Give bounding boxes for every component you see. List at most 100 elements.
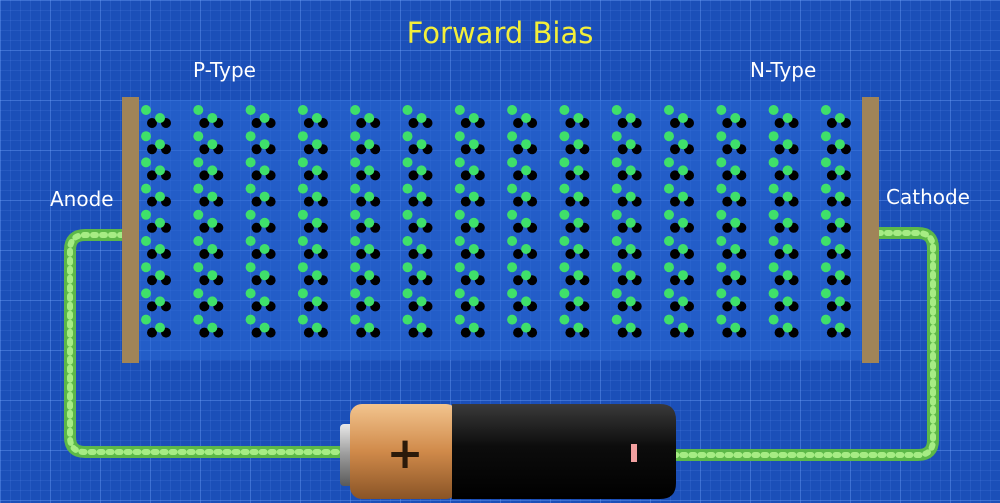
electron-dot (559, 105, 570, 115)
electron-dot (402, 262, 413, 273)
electron-dot (573, 217, 584, 228)
hole-dot (670, 196, 680, 207)
hole-dot (147, 222, 157, 233)
electron-dot (454, 236, 465, 246)
hole-dot (199, 222, 210, 233)
electron-dot (664, 314, 674, 325)
electron-dot (559, 131, 570, 142)
hole-dot (722, 301, 733, 312)
electron-dot (193, 288, 204, 299)
hole-dot (513, 327, 524, 338)
hole-dot (565, 196, 576, 207)
electron-dot (311, 244, 322, 254)
electron-dot (155, 296, 165, 307)
electron-dot (207, 270, 218, 281)
electron-dot (782, 139, 793, 150)
electron-dot (155, 270, 165, 281)
hole-dot (460, 327, 471, 338)
hole-dot (774, 222, 785, 233)
electron-dot (573, 165, 584, 176)
hole-dot (617, 196, 628, 207)
electron-dot (454, 157, 465, 168)
electron-dot (141, 209, 151, 220)
electron-dot (573, 296, 584, 307)
electron-dot (678, 165, 688, 176)
electron-dot (820, 209, 831, 220)
electron-dot (768, 105, 779, 115)
electron-dot (611, 157, 622, 168)
hole-dot (722, 196, 733, 207)
electron-dot (782, 165, 793, 176)
electron-dot (350, 131, 361, 142)
electron-dot (768, 262, 779, 273)
electron-dot (834, 244, 845, 254)
hole-dot (199, 170, 210, 181)
hole-dot (460, 144, 471, 155)
electron-dot (207, 191, 218, 202)
electron-dot (820, 183, 831, 194)
electron-dot (611, 314, 622, 325)
electron-dot (245, 131, 256, 142)
hole-dot (356, 327, 367, 338)
electron-dot (730, 244, 741, 254)
electron-dot (259, 217, 270, 228)
hole-dot (670, 170, 680, 181)
electron-dot (521, 217, 532, 228)
hole-dot (408, 144, 419, 155)
electron-dot (207, 296, 218, 307)
electron-dot (625, 217, 636, 228)
electron-dot (193, 105, 204, 115)
hole-dot (826, 327, 837, 338)
hole-dot (199, 249, 210, 259)
electron-dot (350, 209, 361, 220)
electron-dot (259, 113, 270, 123)
electron-dot (559, 209, 570, 220)
electron-dot (625, 296, 636, 307)
electron-dot (454, 262, 465, 273)
hole-dot (617, 301, 628, 312)
electron-dot (193, 236, 204, 246)
electron-dot (468, 322, 479, 333)
electron-dot (820, 236, 831, 246)
electron-dot (820, 262, 831, 273)
hole-dot (408, 249, 419, 259)
hole-dot (722, 118, 733, 128)
anode-label: Anode (50, 187, 114, 211)
electron-dot (454, 314, 465, 325)
diagram-title: Forward Bias (406, 16, 594, 50)
circuit-wire (64, 227, 939, 461)
electron-dot (468, 113, 479, 123)
electron-dot (416, 270, 427, 281)
hole-dot (722, 222, 733, 233)
electron-dot (468, 217, 479, 228)
hole-dot (408, 196, 419, 207)
hole-dot (460, 301, 471, 312)
hole-dot (617, 170, 628, 181)
hole-dot (251, 196, 262, 207)
hole-dot (513, 170, 524, 181)
hole-dot (826, 196, 837, 207)
electron-dot (416, 113, 427, 123)
hole-dot (356, 196, 367, 207)
electron-dot (521, 113, 532, 123)
electron-dot (782, 296, 793, 307)
hole-dot (670, 222, 680, 233)
electron-dot (364, 165, 375, 176)
electron-dot (141, 288, 151, 299)
hole-dot (722, 170, 733, 181)
electron-dot (259, 191, 270, 202)
battery-negative-mark (631, 444, 637, 462)
hole-dot (147, 301, 157, 312)
electron-dot (193, 314, 204, 325)
hole-dot (513, 301, 524, 312)
electron-dot (521, 165, 532, 176)
electron-dot (468, 139, 479, 150)
hole-dot (565, 222, 576, 233)
electron-dot (507, 131, 518, 142)
electron-dot (311, 139, 322, 150)
hole-dot (199, 118, 210, 128)
electron-dot (297, 131, 308, 142)
electron-dot (716, 105, 727, 115)
electron-dot (141, 131, 151, 142)
hole-dot (303, 327, 314, 338)
